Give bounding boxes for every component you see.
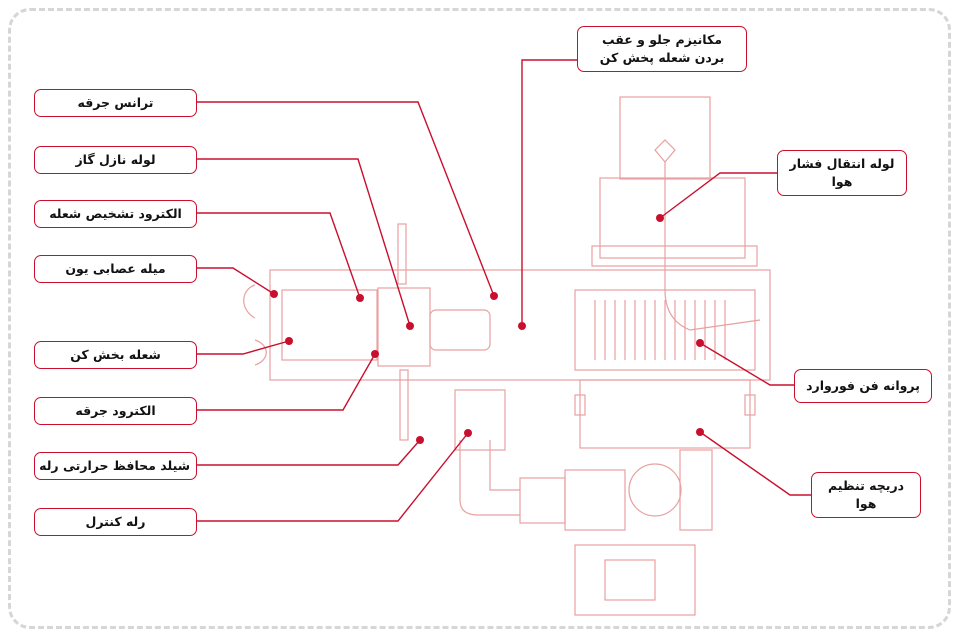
- label-air-damper: دریچه تنظیم هوا: [811, 472, 921, 518]
- dashed-frame: [8, 8, 951, 629]
- label-control-relay: رله کنترل: [34, 508, 197, 536]
- label-forward-fan: پروانه فن فوروارد: [794, 369, 932, 403]
- damper-box: [579, 379, 751, 449]
- dot-mechanism: [518, 322, 526, 330]
- motor-body: [599, 177, 746, 259]
- label-air-damper-line1: دریچه تنظیم: [827, 478, 905, 493]
- dot-flame-diffuser: [285, 337, 293, 345]
- dot-ion-rod: [270, 290, 278, 298]
- label-ignition-electrode-text: الکترود جرقه: [75, 403, 156, 418]
- dot-gas-nozzle-pipe: [406, 322, 414, 330]
- label-gas-nozzle-pipe: لوله نازل گاز: [34, 146, 197, 174]
- label-ignition-transformer-text: ترانس جرقه: [77, 95, 154, 110]
- dot-relay-heat-shield: [416, 436, 424, 444]
- label-gas-nozzle-pipe-text: لوله نازل گاز: [75, 152, 156, 167]
- label-air-pressure-tube: لوله انتقال فشار هوا: [777, 150, 907, 196]
- label-mechanism: مکانیزم جلو و عقب بردن شعله پخش کن: [577, 26, 747, 72]
- dot-air-pressure-tube: [656, 214, 664, 222]
- label-mechanism-line2: بردن شعله پخش کن: [599, 50, 725, 65]
- label-flame-diffuser: شعله بخش کن: [34, 341, 197, 369]
- label-ignition-transformer: ترانس جرقه: [34, 89, 197, 117]
- tube-fitting: [654, 139, 676, 163]
- label-control-relay-text: رله کنترل: [85, 514, 146, 529]
- label-relay-heat-shield: شیلد محافظ حرارتی رله: [34, 452, 197, 480]
- dot-ignition-transformer: [490, 292, 498, 300]
- label-flame-diffuser-text: شعله بخش کن: [70, 347, 161, 362]
- dot-flame-detect-electrode: [356, 294, 364, 302]
- dot-forward-fan: [696, 339, 704, 347]
- label-forward-fan-text: پروانه فن فوروارد: [806, 378, 920, 393]
- label-air-damper-line2: هوا: [855, 496, 877, 511]
- dot-control-relay: [464, 429, 472, 437]
- label-flame-detect-electrode: الکترود تشخیص شعله: [34, 200, 197, 228]
- label-air-pressure-tube-line2: هوا: [831, 174, 853, 189]
- label-relay-heat-shield-text: شیلد محافظ حرارتی رله: [39, 458, 190, 473]
- label-flame-detect-electrode-text: الکترود تشخیص شعله: [49, 206, 182, 221]
- dot-air-damper: [696, 428, 704, 436]
- label-air-pressure-tube-line1: لوله انتقال فشار: [789, 156, 895, 171]
- label-ignition-electrode: الکترود جرقه: [34, 397, 197, 425]
- main-body: [269, 269, 771, 381]
- label-ion-rod-text: میله عصابی یون: [65, 261, 166, 276]
- label-ion-rod: میله عصابی یون: [34, 255, 197, 283]
- label-mechanism-line1: مکانیزم جلو و عقب: [602, 32, 722, 47]
- dot-ignition-electrode: [371, 350, 379, 358]
